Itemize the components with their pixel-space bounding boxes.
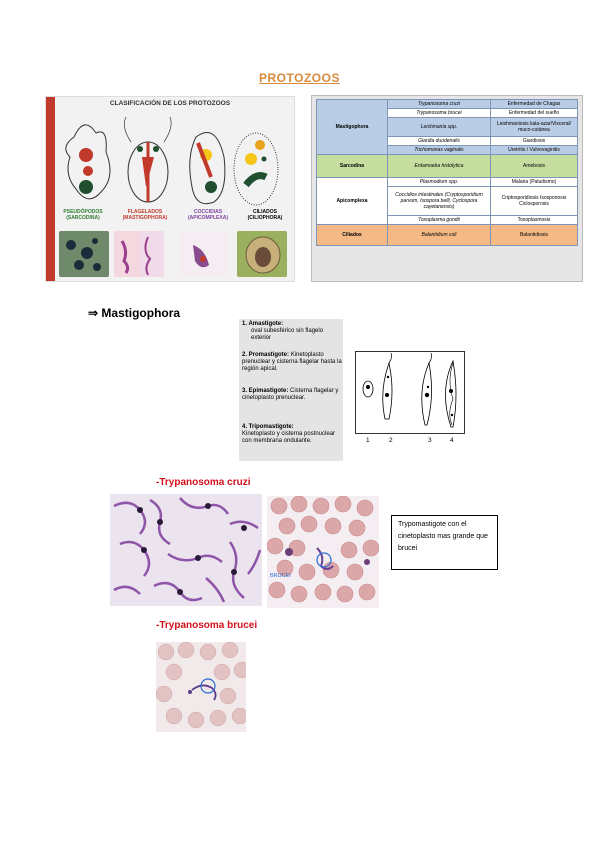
classification-heading: CLASIFICACIÓN DE LOS PROTOZOOS — [109, 100, 231, 107]
table-row: Mastigophora Trypanosoma cruzi Enfermeda… — [316, 99, 578, 155]
table-group-cell: Mastigophora — [316, 99, 388, 155]
table-cell: Amebosis — [490, 154, 578, 178]
stage-desc: Kinetoplasto y cisterna postnuclear con … — [242, 431, 336, 444]
section-heading-brucei: -Trypanosoma brucei — [156, 620, 258, 631]
table-group-cell: Apicomplexa — [316, 177, 388, 225]
table-cell: Leishmania spp. — [387, 117, 491, 137]
section-heading-cruzi: -Trypanosoma cruzi — [156, 477, 251, 488]
page-title: PROTOZOOS — [259, 71, 340, 85]
stages-description-panel: 1. Amastigote: oval subesférico sin flag… — [239, 319, 343, 461]
stage-name: 4. Tripomastigote: — [242, 424, 294, 430]
micrograph-image — [237, 231, 287, 277]
table-cell: Giardia duodenalis — [387, 136, 491, 146]
stage-number: 2 — [389, 437, 393, 444]
stage-item: 2. Promastigote: Kinetoplasto prenuclear… — [242, 352, 342, 373]
group-label: COCCIDIAS (APICOMPLEXA) — [188, 209, 228, 221]
classification-table-image: Mastigophora Trypanosoma cruzi Enfermeda… — [311, 95, 583, 282]
group-label: CILIADOS (CILIOPHORA) — [247, 209, 283, 221]
micrograph-image — [179, 231, 229, 277]
cruzi-micrograph-1 — [110, 494, 262, 606]
stage-number: 3 — [428, 437, 432, 444]
table-cell: Enfermedad del sueño — [490, 108, 578, 118]
table-cell: Leishmaniosis kala-azar/Visceral/ muco-c… — [490, 117, 578, 137]
cruzi-micrograph-2: BRUCEI — [267, 496, 379, 608]
group-label: PSEUDÓPODOS (SARCODINA) — [63, 209, 103, 221]
decorative-bar — [46, 97, 55, 281]
table-cell: Enfermedad de Chagas — [490, 99, 578, 109]
stage-desc: Cisterna flagelar y cinetoplasto prenucl… — [242, 388, 339, 401]
table-cell: Giardiosis — [490, 136, 578, 146]
arrow-icon: ⇒ — [88, 306, 99, 320]
table-cell: Entamoeba histolytica — [387, 154, 491, 178]
table-cell: Trypanosoma cruzi — [387, 99, 491, 109]
stage-item: 1. Amastigote: oval subesférico sin flag… — [242, 321, 342, 342]
stage-item: 3. Epimastigote: Cisterna flagelar y cin… — [242, 388, 342, 402]
table-row: Apicomplexa Plasmodium spp. Malaria (Pal… — [316, 177, 578, 225]
stage-name: 2. Promastigote: — [242, 352, 290, 358]
micrograph-image — [114, 231, 164, 277]
classification-figure: CLASIFICACIÓN DE LOS PROTOZOOS PSEUDÓPOD… — [45, 96, 295, 282]
group-label: FLAGELADOS (MASTIGOPHORA) — [122, 209, 168, 221]
photo-label: BRUCEI — [270, 573, 291, 579]
stage-desc: oval subesférico sin flagelo exterior — [251, 328, 324, 341]
table-cell: Trypanosoma brucei — [387, 108, 491, 118]
micrograph-image — [59, 231, 109, 277]
stage-desc: Kinetoplasto prenuclear y cisterna flage… — [242, 352, 342, 372]
table-cell: Trichomonas vaginalis — [387, 145, 491, 155]
table-cell: Plasmodium spp. — [387, 177, 491, 187]
table-row: Sarcodina Entamoeba histolytica Amebosis — [316, 154, 578, 178]
table-group-cell: Ciliados — [316, 224, 388, 246]
table-cell: Criptosporidiosis Isosporiosis Ciclospor… — [490, 186, 578, 216]
stage-item: 4. Tripomastigote: Kinetoplasto y cister… — [242, 424, 342, 445]
classification-table: Mastigophora Trypanosoma cruzi Enfermeda… — [316, 99, 578, 246]
stage-name: 3. Epimastigote: — [242, 388, 289, 394]
table-cell: Uretritis / Vulvovaginitis — [490, 145, 578, 155]
table-cell: Toxoplasmosis — [490, 215, 578, 225]
table-cell: Coccidios intestinales (Cryptosporidium … — [387, 186, 491, 216]
stage-number: 4 — [450, 437, 454, 444]
brucei-micrograph — [156, 642, 246, 732]
note-box: Trypomastigote con el cinetoplasto mas g… — [391, 515, 498, 570]
section-heading-mastigophora: ⇒ Mastigophora — [88, 306, 180, 320]
table-group-cell: Sarcodina — [316, 154, 388, 178]
trypanosome-stages-drawing — [355, 351, 465, 434]
table-cell: Malaria (Paludismo) — [490, 177, 578, 187]
stage-name: 1. Amastigote: — [242, 321, 284, 327]
table-row: Ciliados Balantidium coli Balantidiosis — [316, 224, 578, 246]
stage-number: 1 — [366, 437, 370, 444]
section-heading-text: Mastigophora — [101, 306, 181, 320]
table-cell: Toxoplasma gondii — [387, 215, 491, 225]
protozoa-drawings — [65, 116, 279, 206]
table-cell: Balantidiosis — [490, 224, 578, 246]
table-cell: Balantidium coli — [387, 224, 491, 246]
